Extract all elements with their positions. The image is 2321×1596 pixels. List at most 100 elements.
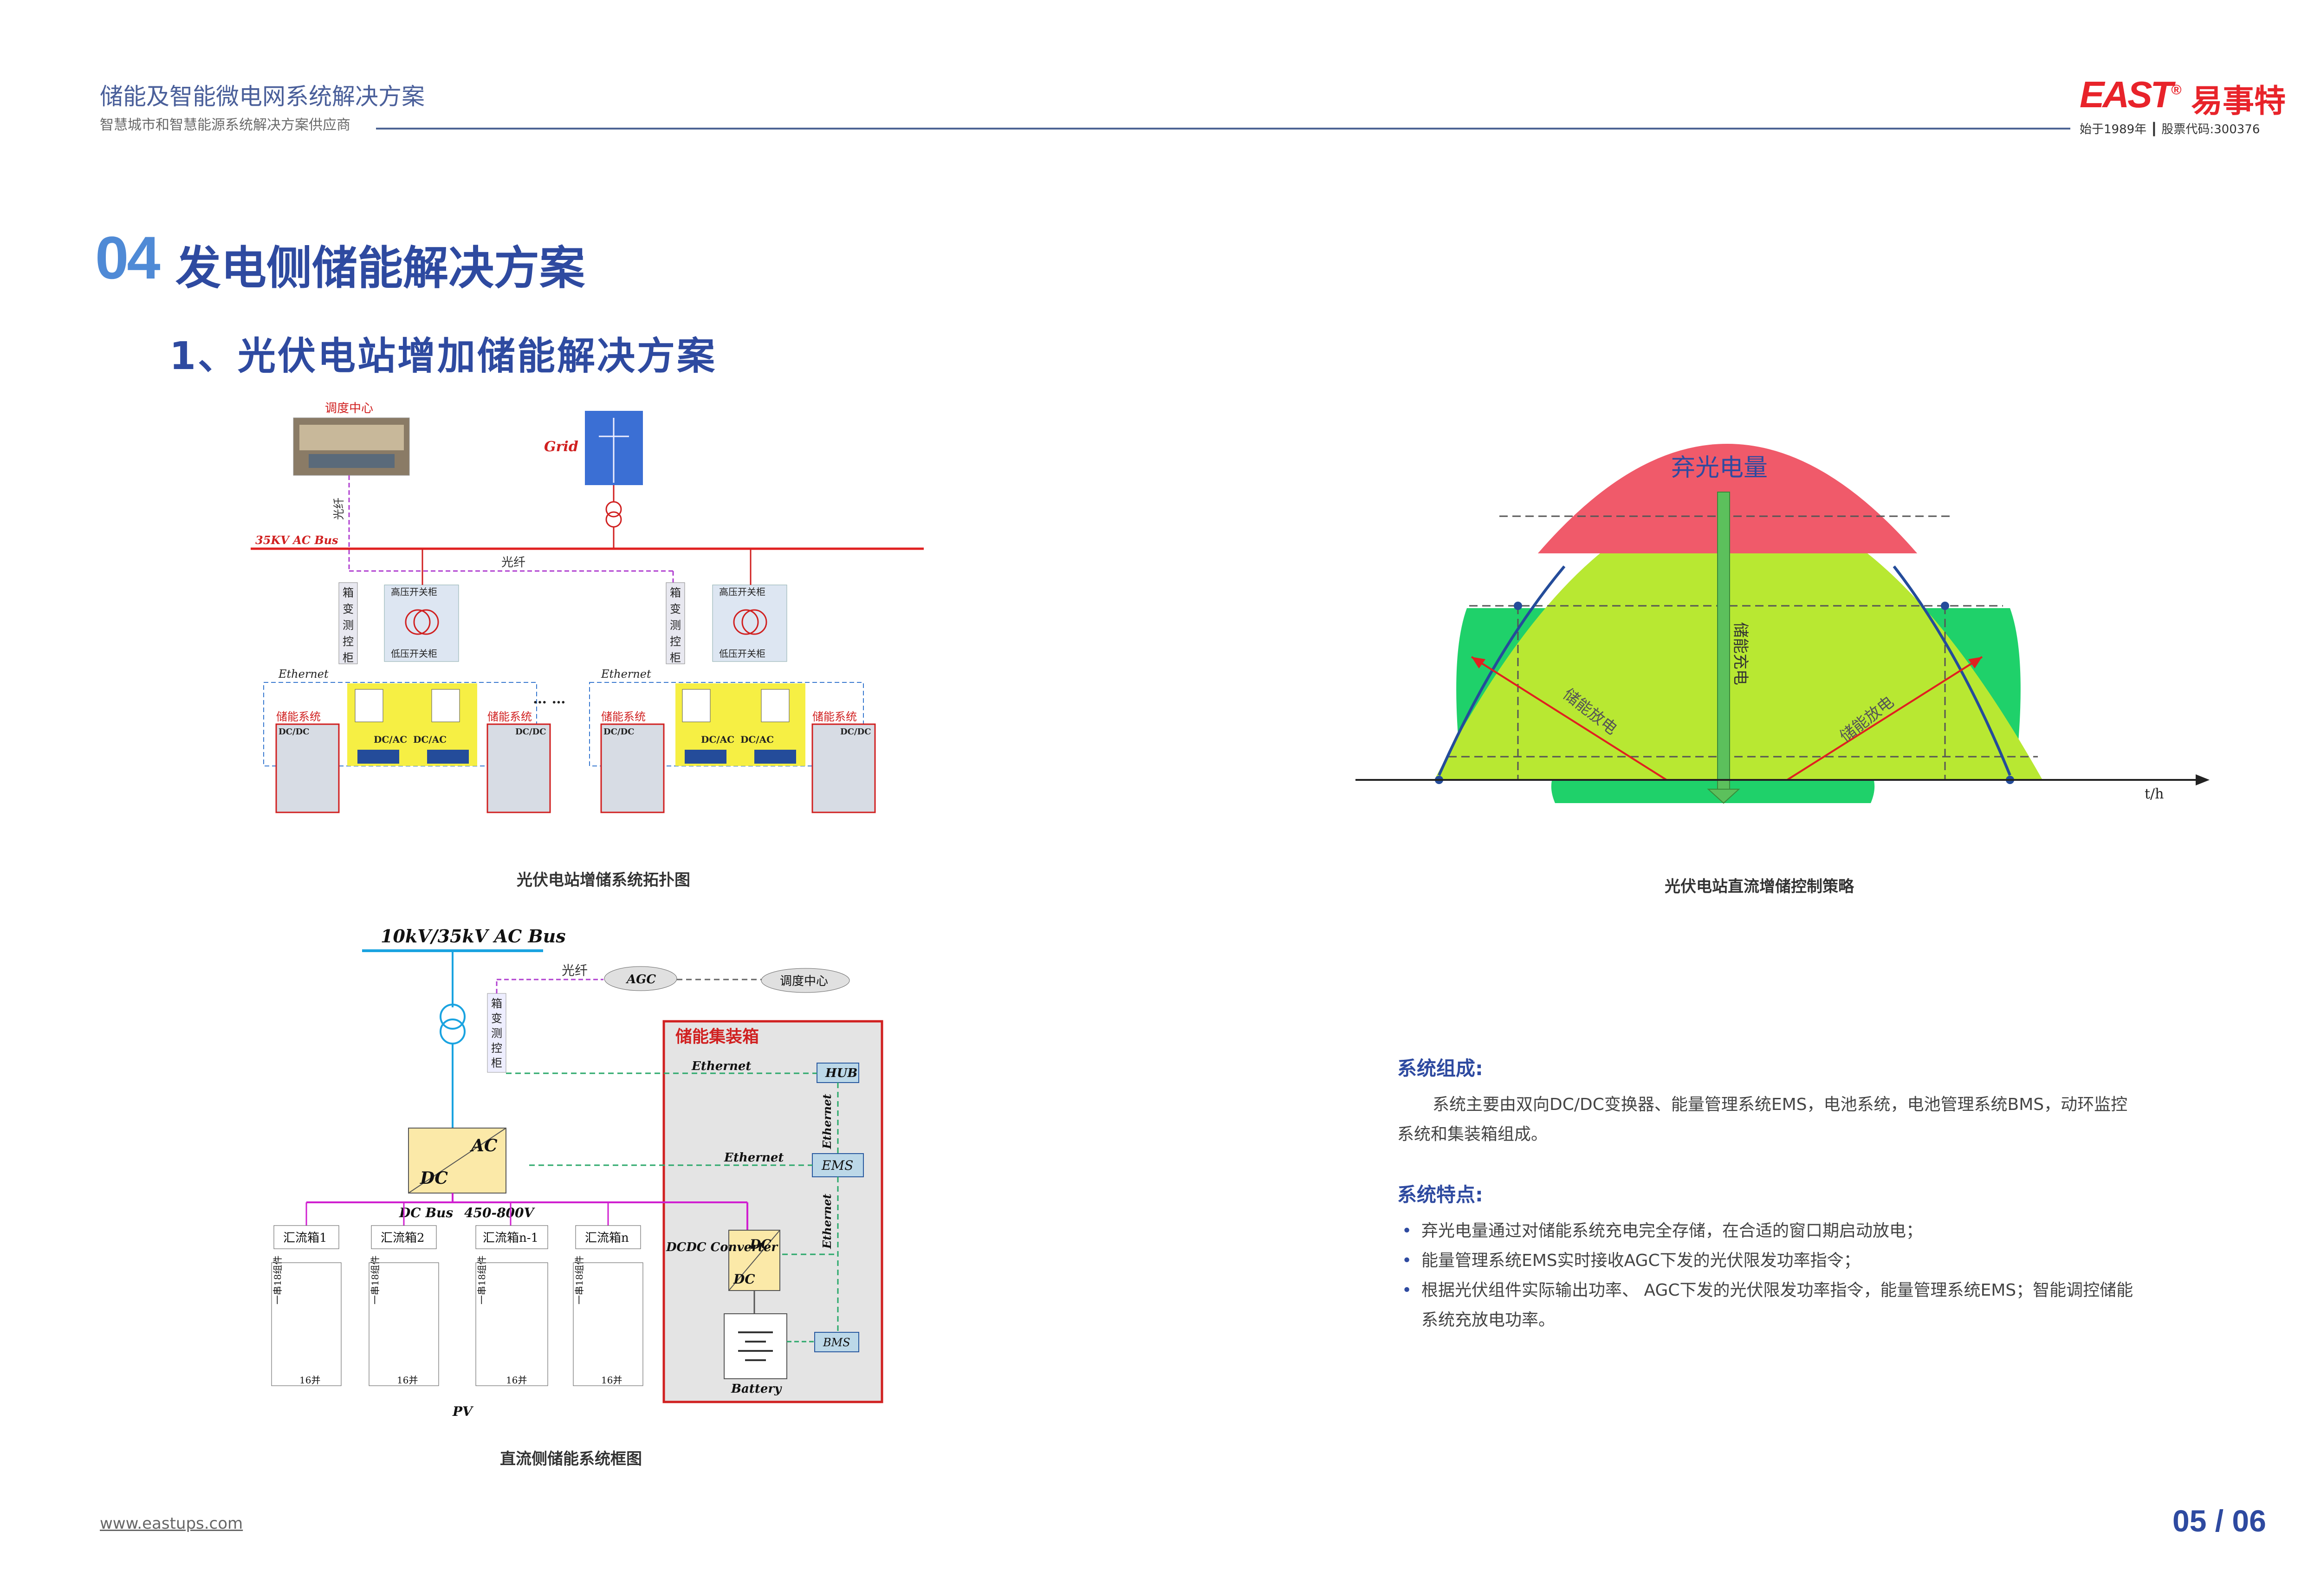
logo-east-text: EAST: [2080, 74, 2173, 115]
transformer-coil2: [440, 1019, 466, 1045]
box-transformer-coil2: [413, 609, 439, 635]
ethernet-label-4: Ethernet: [820, 1194, 834, 1249]
logo-subtext: 始于1989年 ┃ 股票代码:300376: [2080, 123, 2260, 136]
bms-label: BMS: [823, 1336, 850, 1349]
dcdc-label: DC/DC: [515, 727, 546, 737]
dcdc-bottom-label: DC: [733, 1272, 755, 1287]
topology-caption: 光伏电站增储系统拓扑图: [517, 871, 690, 889]
header-subtitle: 智慧城市和智慧能源系统解决方案供应商: [100, 117, 350, 133]
curve-node: [1514, 602, 1522, 610]
voltage-label: 450-800V: [464, 1205, 536, 1220]
combiner-label: 汇流箱1: [283, 1231, 327, 1245]
discharge-arrow-right: [1786, 656, 1983, 781]
battery-label: Battery: [731, 1382, 782, 1396]
subsystem-right: 箱变测控柜 高压开关柜 低压开关柜 Ethernet DC/AC DC/AC 储…: [589, 549, 876, 813]
pv-panel-icon: [357, 750, 399, 764]
inverter-icon: [431, 689, 460, 722]
box-transformer-coil2: [741, 609, 767, 635]
combiner-group: 汇流箱1 汇流箱2 汇流箱n-1 汇流箱n 一串18组件 一串18组件 一串18…: [271, 1202, 643, 1386]
storage-label: 储能系统: [601, 710, 646, 723]
lv-switch-label: 低压开关柜: [719, 648, 765, 659]
switchgear-box: [712, 584, 787, 662]
switchgear-box: [384, 584, 459, 662]
inverter-icon: [761, 689, 790, 722]
control-strategy-diagram: 弃光电量 储能充电 储能放电 储能放电 t/h: [1355, 444, 2210, 804]
feature-item: 根据光伏组件实际输出功率、 AGC下发的光伏限发功率指令，能量管理系统EMS；智…: [1397, 1276, 2149, 1335]
container-label: 储能集装箱: [675, 1027, 759, 1046]
charge-arrow-shaft: [1717, 492, 1730, 790]
storage-right-box: [811, 723, 876, 813]
curve-node: [1941, 602, 1949, 610]
pv-label: PV: [452, 1404, 474, 1419]
dispatch-node: [761, 968, 850, 993]
dcac-label: DC/AC: [701, 734, 734, 745]
ethernet-label: Ethernet: [278, 668, 329, 681]
ems-box: [812, 1153, 864, 1177]
storage-left-box: [275, 723, 340, 813]
composition-heading: 系统组成:: [1397, 1057, 1483, 1080]
dcdc-top-label: DC: [749, 1237, 772, 1252]
ethernet-label-1: Ethernet: [691, 1059, 751, 1073]
inverter-diagonal: [408, 1128, 506, 1194]
parallel-label: 16并: [506, 1375, 527, 1386]
string-label: 一串18组件: [476, 1256, 487, 1304]
dcdc-converter-label: DCDC Converter: [666, 1240, 778, 1254]
feature-item: 弃光电量通过对储能系统充电完全存储，在合适的窗口期启动放电；: [1397, 1216, 2149, 1246]
dispatch-photo-desk: [309, 454, 395, 468]
charge-arrow-head: [1707, 789, 1740, 804]
pv-panel-icon: [427, 750, 469, 764]
page-number: 05 / 06: [2172, 1504, 2266, 1538]
dc-side-block-diagram: 10kV/35kV AC Bus 箱变测控柜 光纤 AGC 调度中心 储能集装箱…: [271, 926, 883, 1419]
ac-bus-label: 35KV AC Bus: [255, 533, 338, 547]
combiner-label: 汇流箱n: [585, 1231, 629, 1245]
subsystem-left: 箱变测控柜 高压开关柜 低压开关柜 Ethernet DC/AC DC/AC 储…: [263, 549, 551, 813]
combiner-box: [475, 1225, 548, 1249]
dispatch-photo-wall: [299, 425, 404, 450]
section-title: 发电侧储能解决方案: [175, 242, 585, 295]
storage-right-box: [486, 723, 551, 813]
storage-label: 储能系统: [276, 710, 321, 723]
dcdc-label: DC/DC: [840, 727, 871, 737]
hv-switch-label: 高压开关柜: [391, 586, 437, 597]
ems-label: EMS: [821, 1158, 853, 1173]
curtail-label: 弃光电量: [1671, 454, 1768, 482]
dcac-label: DC/AC: [413, 734, 447, 745]
topology-diagram: 调度中心 Grid 光纤 35KV AC Bus 光纤 箱变测控柜 高压开关柜 …: [251, 402, 924, 813]
footer-website-link[interactable]: www.eastups.com: [100, 1514, 243, 1533]
combiner-box: [371, 1225, 437, 1249]
feature-item: 能量管理系统EMS实时接收AGC下发的光伏限发功率指令；: [1397, 1246, 2149, 1276]
fiber-label: 光纤: [562, 963, 588, 978]
logo-chinese: 易事特: [2191, 83, 2286, 120]
features-heading: 系统特点:: [1397, 1183, 1483, 1206]
dc-bus-label: DC Bus: [399, 1205, 453, 1220]
features-list: 弃光电量通过对储能系统充电完全存储，在合适的窗口期启动放电； 能量管理系统EMS…: [1397, 1216, 2149, 1335]
logo-registered-mark: ®: [2171, 82, 2181, 98]
dc-diagram-caption: 直流侧储能系统框图: [500, 1450, 642, 1468]
pv-panel-icon: [754, 750, 796, 764]
grid-transformer-coil2: [605, 511, 622, 528]
header-title: 储能及智能微电网系统解决方案: [100, 83, 425, 110]
dispatch-label: 调度中心: [780, 974, 828, 988]
control-strategy-caption: 光伏电站直流增储控制策略: [1665, 877, 1854, 896]
time-axis-label: t/h: [2145, 786, 2164, 802]
discharge-arrow-left-head: [1472, 657, 1485, 668]
parallel-label: 16并: [601, 1375, 622, 1386]
storage-label: 储能系统: [487, 710, 532, 723]
string-label: 一串18组件: [370, 1256, 381, 1304]
transformer-coil1: [440, 1004, 466, 1030]
dcdc-label: DC/DC: [603, 727, 634, 737]
ac-label: AC: [470, 1136, 498, 1155]
battery-box: [724, 1313, 787, 1379]
dc-label: DC: [420, 1168, 448, 1188]
box-transformer-coil1: [405, 609, 431, 635]
parallel-label: 16并: [299, 1375, 320, 1386]
dcdc-diagonal: [728, 1230, 780, 1291]
more-dots: … …: [533, 691, 565, 707]
section-number: 04: [95, 224, 161, 292]
pv-output-curve: [1434, 499, 2042, 780]
composition-text: 系统主要由双向DC/DC变换器、能量管理系统EMS，电池系统，电池管理系统BMS…: [1397, 1095, 2128, 1144]
hv-switch-label: 高压开关柜: [719, 586, 765, 597]
combiner-label: 汇流箱n-1: [483, 1231, 538, 1245]
logo-east[interactable]: EAST®: [2080, 73, 2181, 116]
storage-left-box: [600, 723, 665, 813]
